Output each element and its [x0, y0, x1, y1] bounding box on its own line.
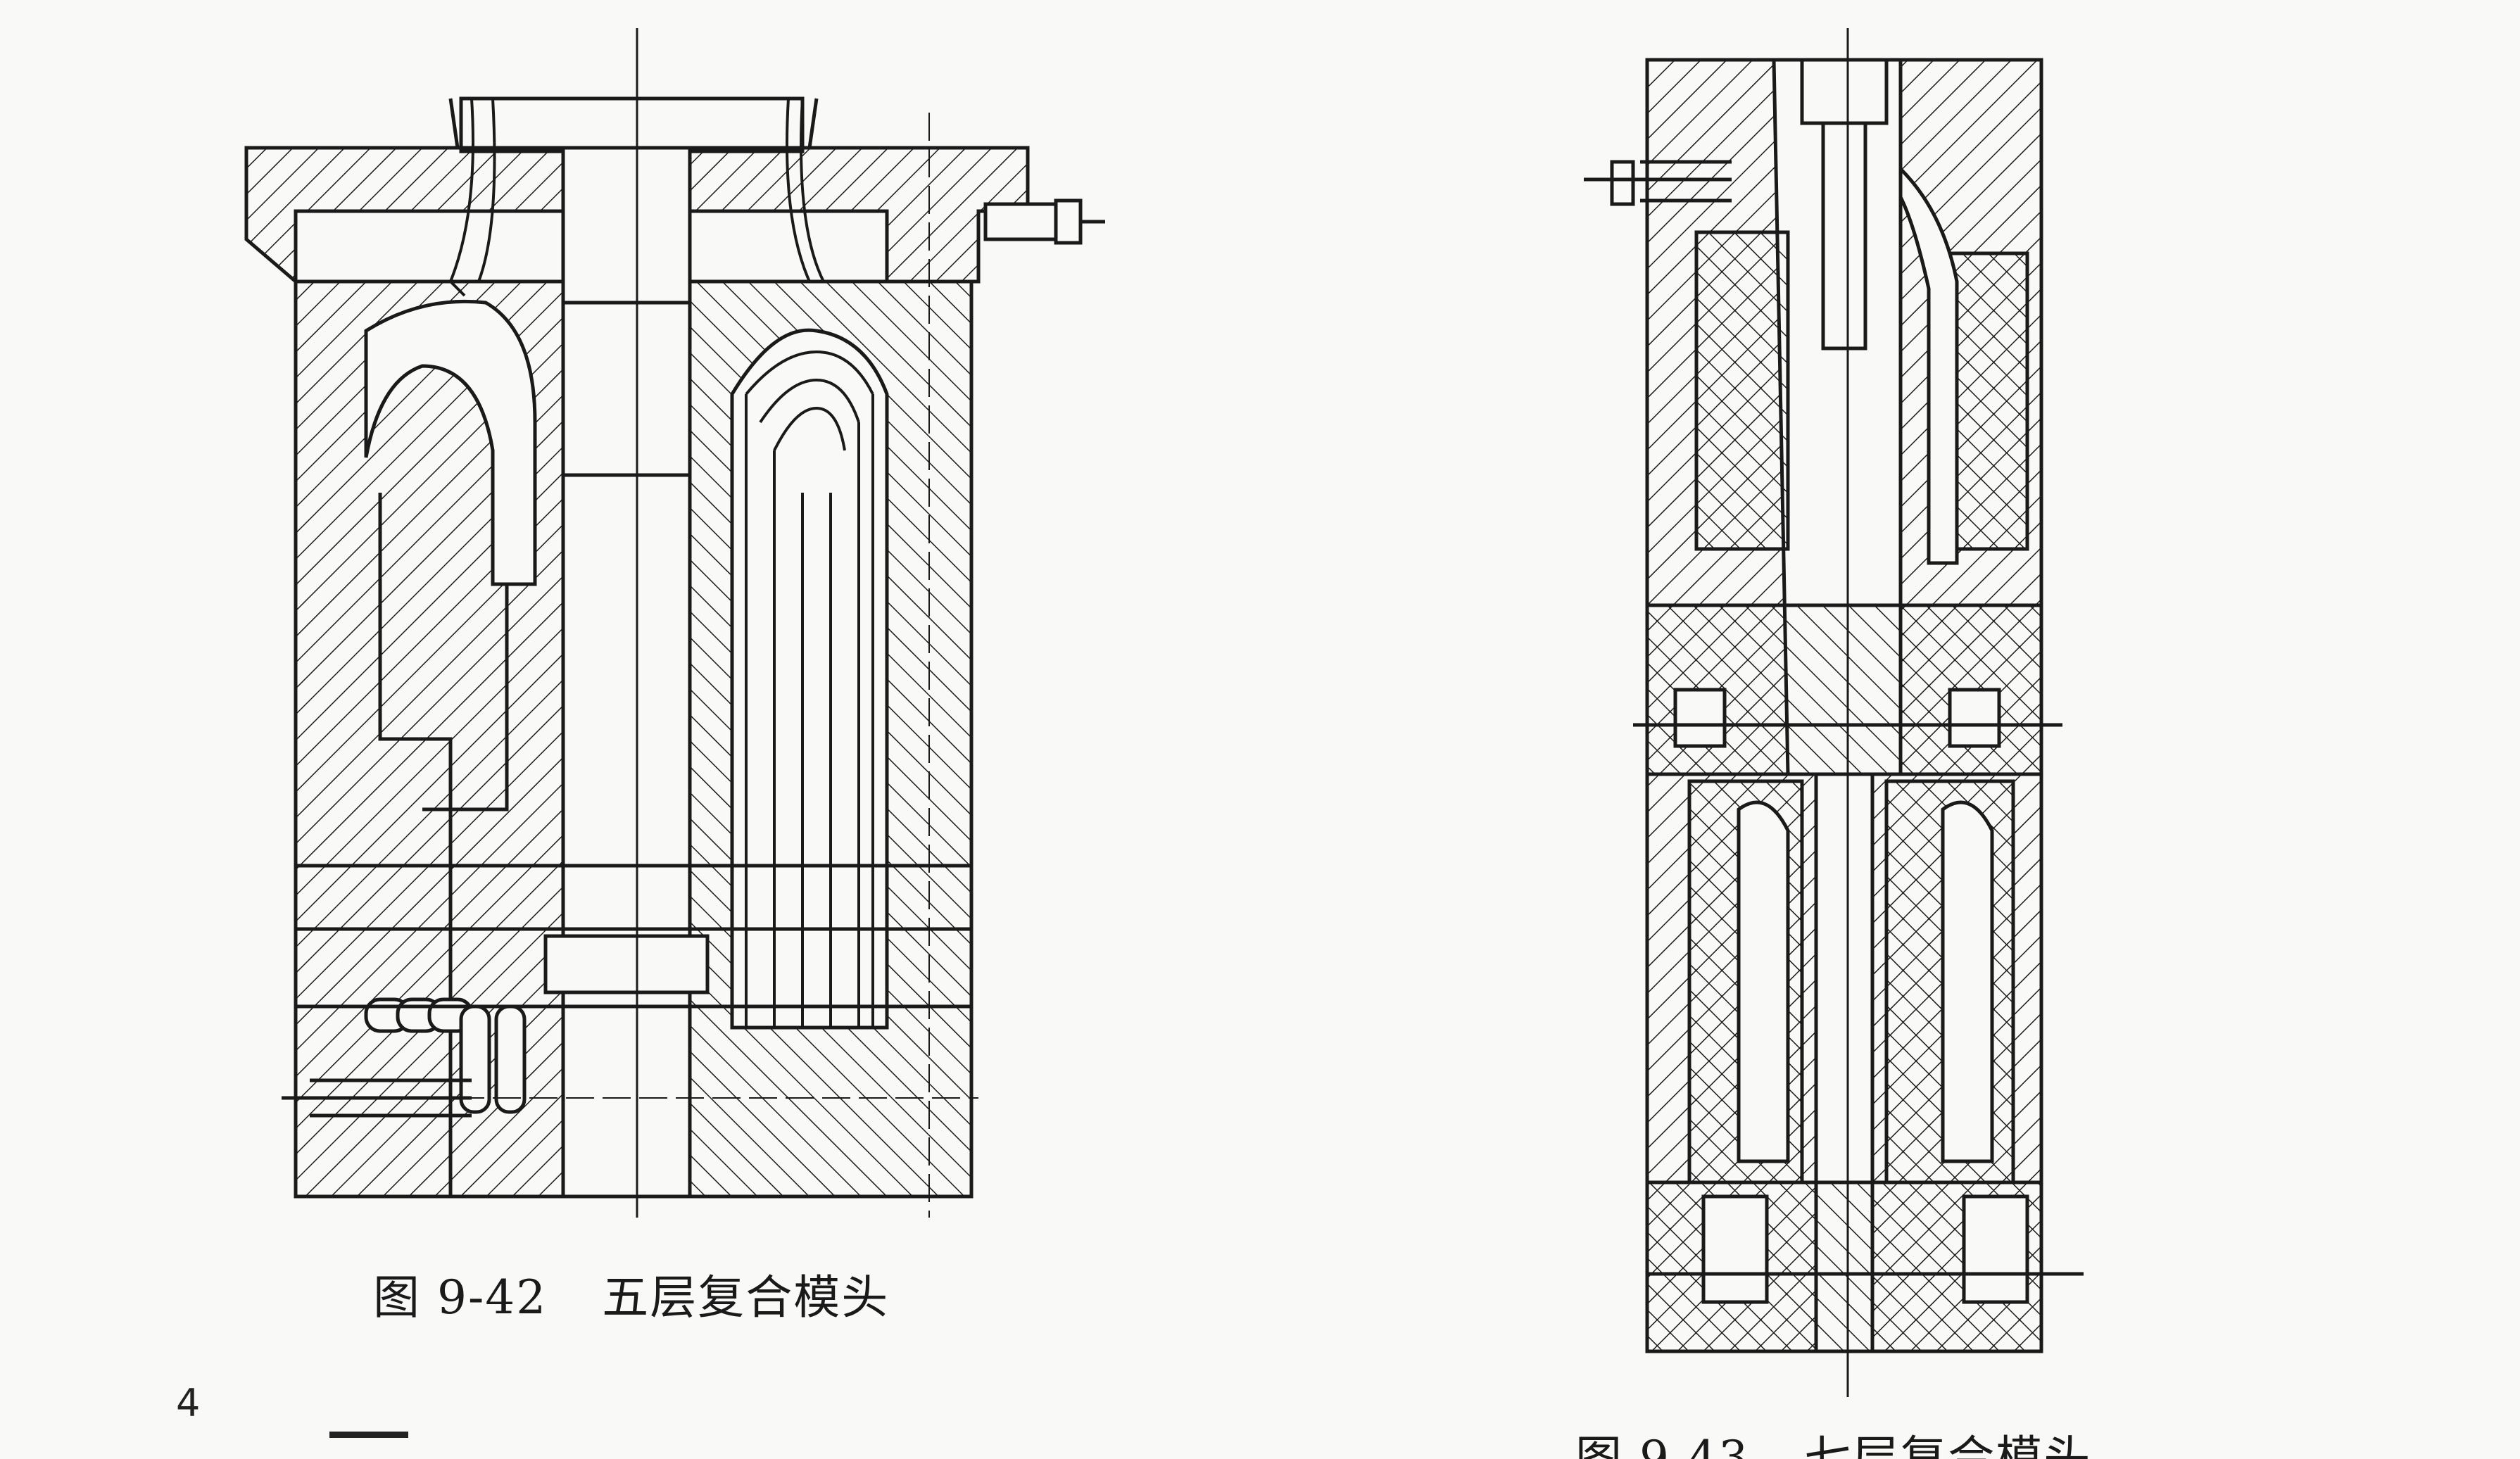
figure-9-43-number: 图 9-43 — [1575, 1431, 1750, 1459]
footnote-rule — [329, 1432, 408, 1438]
die-body-right-fig43 — [1584, 28, 2084, 1397]
figure-9-42-number: 图 9-42 — [373, 1270, 548, 1325]
die-body-left-fig42 — [244, 28, 1105, 1218]
page-number: 4 — [176, 1381, 201, 1425]
figure-9-43-caption: 图 9-43 七层复合模头 — [1575, 1420, 2091, 1459]
figure-9-42-title: 五层复合模头 — [602, 1270, 890, 1325]
figure-9-42-caption: 图 9-42 五层复合模头 — [373, 1260, 889, 1327]
figure-9-43-title: 七层复合模头 — [1804, 1431, 2092, 1459]
